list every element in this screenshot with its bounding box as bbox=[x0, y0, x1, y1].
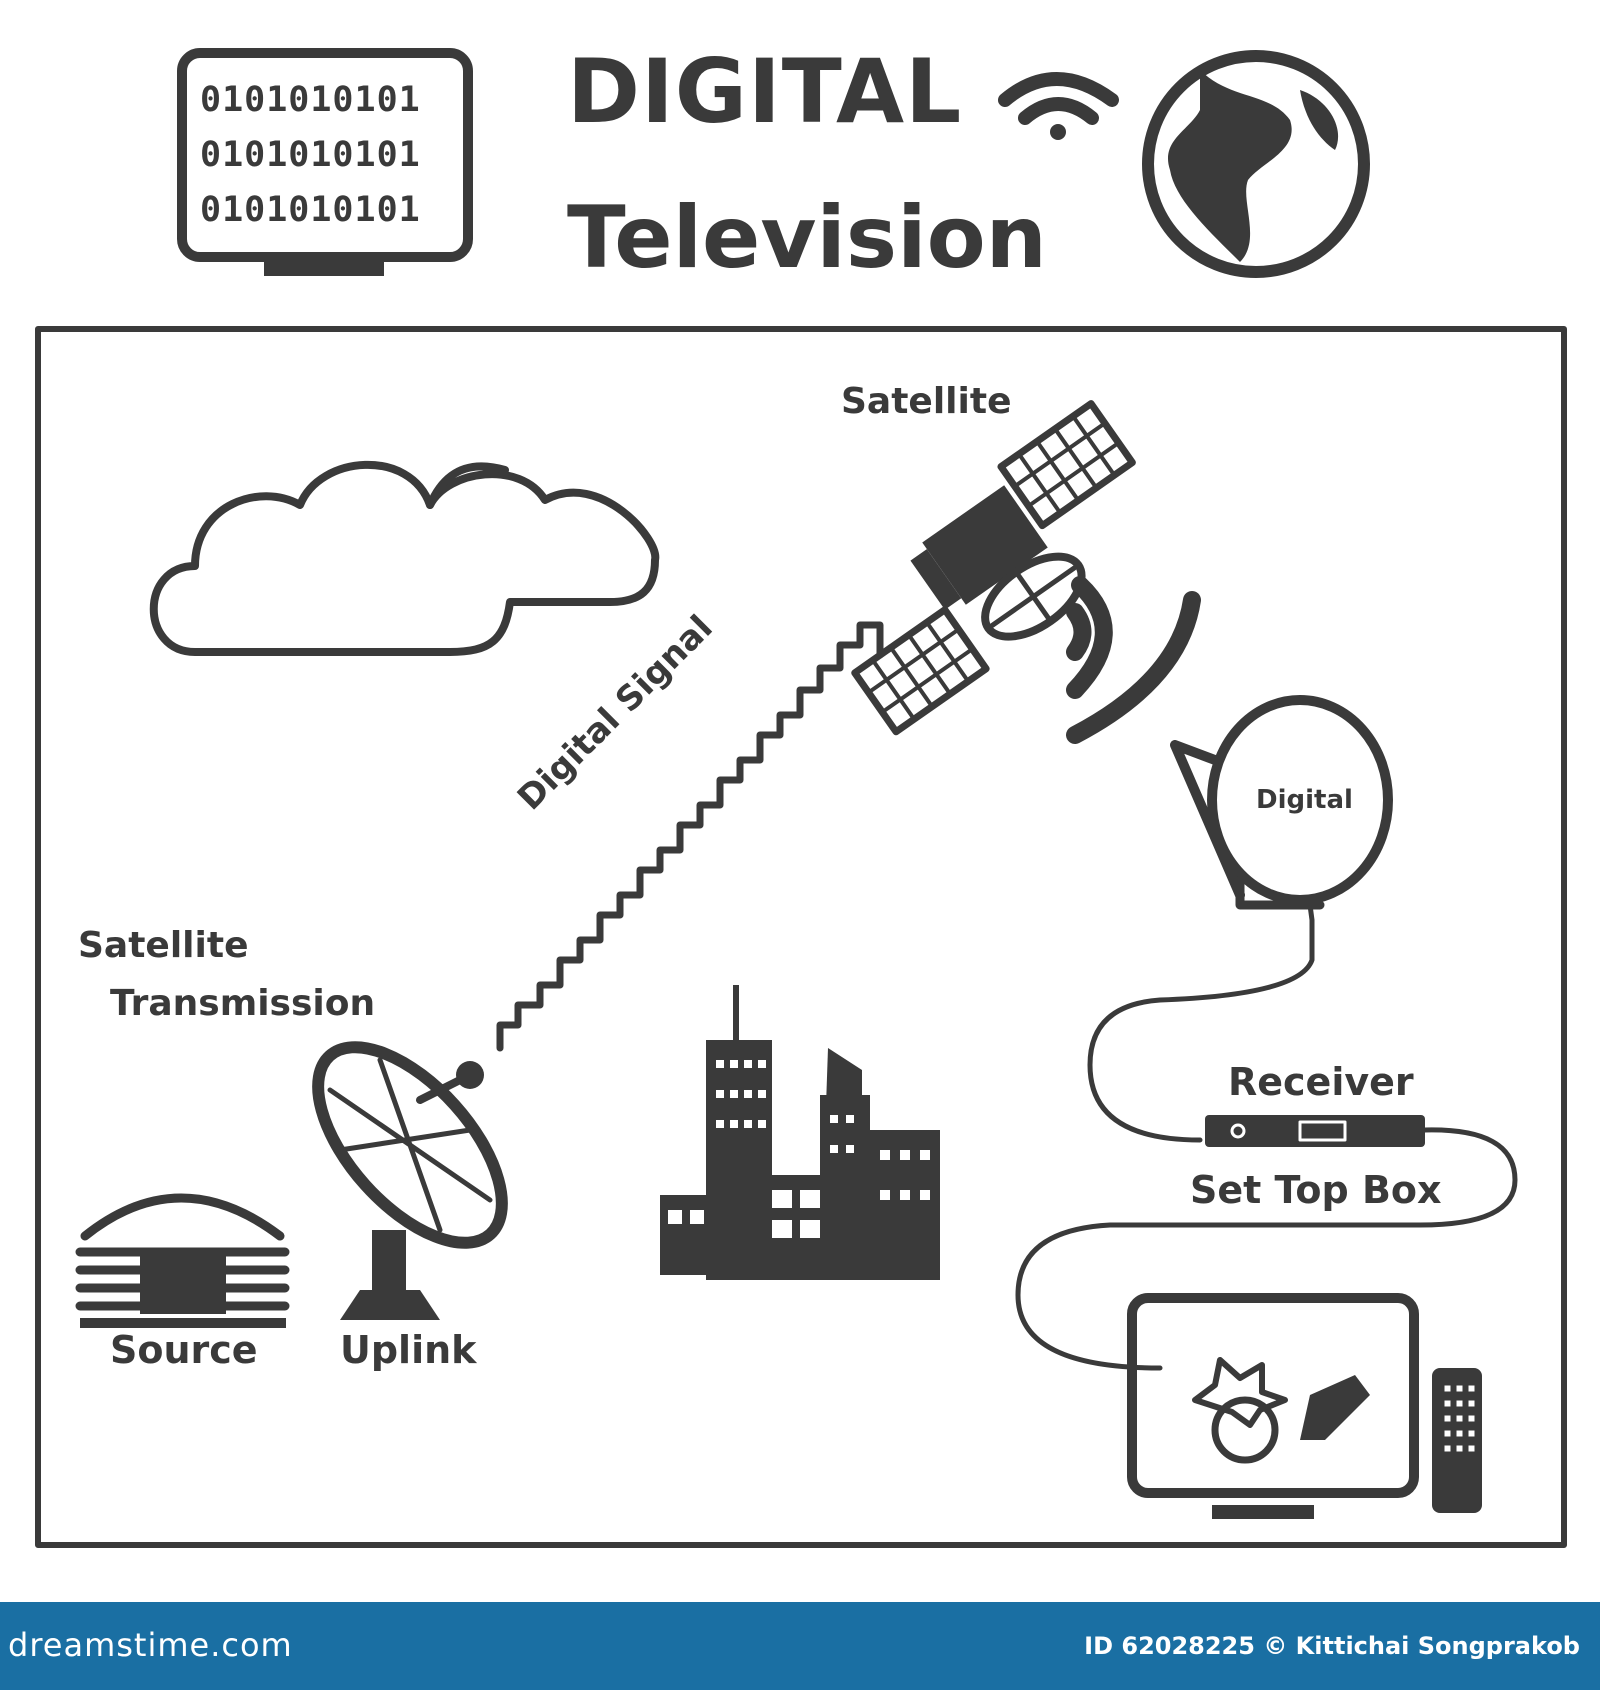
receiving-dish-icon bbox=[1087, 695, 1393, 1143]
binary-text-row: 0101010101 bbox=[200, 135, 421, 175]
footer-bar: dreamstime.com ID 62028225 © Kittichai S… bbox=[0, 1602, 1600, 1690]
wifi-icon bbox=[998, 72, 1119, 140]
label-receiver: Receiver bbox=[1228, 1060, 1414, 1104]
diagram-frame bbox=[35, 326, 1567, 1548]
set-top-box-icon bbox=[1015, 1115, 1518, 1371]
label-satellite-transmission-line2: Transmission bbox=[110, 983, 376, 1024]
title-television: Television bbox=[567, 188, 1047, 288]
satellite-icon bbox=[851, 400, 1136, 736]
uplink-dish-icon bbox=[312, 1041, 508, 1320]
label-satellite: Satellite bbox=[841, 381, 1012, 422]
binary-text-row: 0101010101 bbox=[200, 80, 421, 120]
broadcast-waves-icon bbox=[1066, 576, 1201, 744]
city-windows bbox=[668, 1060, 930, 1238]
label-source: Source bbox=[110, 1328, 258, 1372]
globe-icon bbox=[1142, 50, 1370, 278]
source-building-icon bbox=[75, 1193, 290, 1328]
title-digital: DIGITAL bbox=[567, 40, 963, 143]
footer-brand[interactable]: dreamstime.com bbox=[8, 1626, 293, 1664]
label-satellite-transmission-line1: Satellite bbox=[78, 925, 249, 966]
label-uplink: Uplink bbox=[340, 1328, 477, 1372]
label-dish-digital: Digital bbox=[1256, 785, 1353, 815]
label-set-top-box: Set Top Box bbox=[1190, 1168, 1442, 1212]
cloud-icon bbox=[149, 460, 660, 656]
footer-credit: ID 62028225 © Kittichai Songprakob bbox=[1084, 1632, 1580, 1660]
remote-control-icon bbox=[1432, 1368, 1482, 1513]
television-icon bbox=[1127, 1293, 1419, 1519]
binary-text-row: 0101010101 bbox=[200, 190, 421, 230]
binary-monitor-icon bbox=[177, 48, 473, 276]
digital-signal-wave bbox=[496, 621, 884, 1052]
